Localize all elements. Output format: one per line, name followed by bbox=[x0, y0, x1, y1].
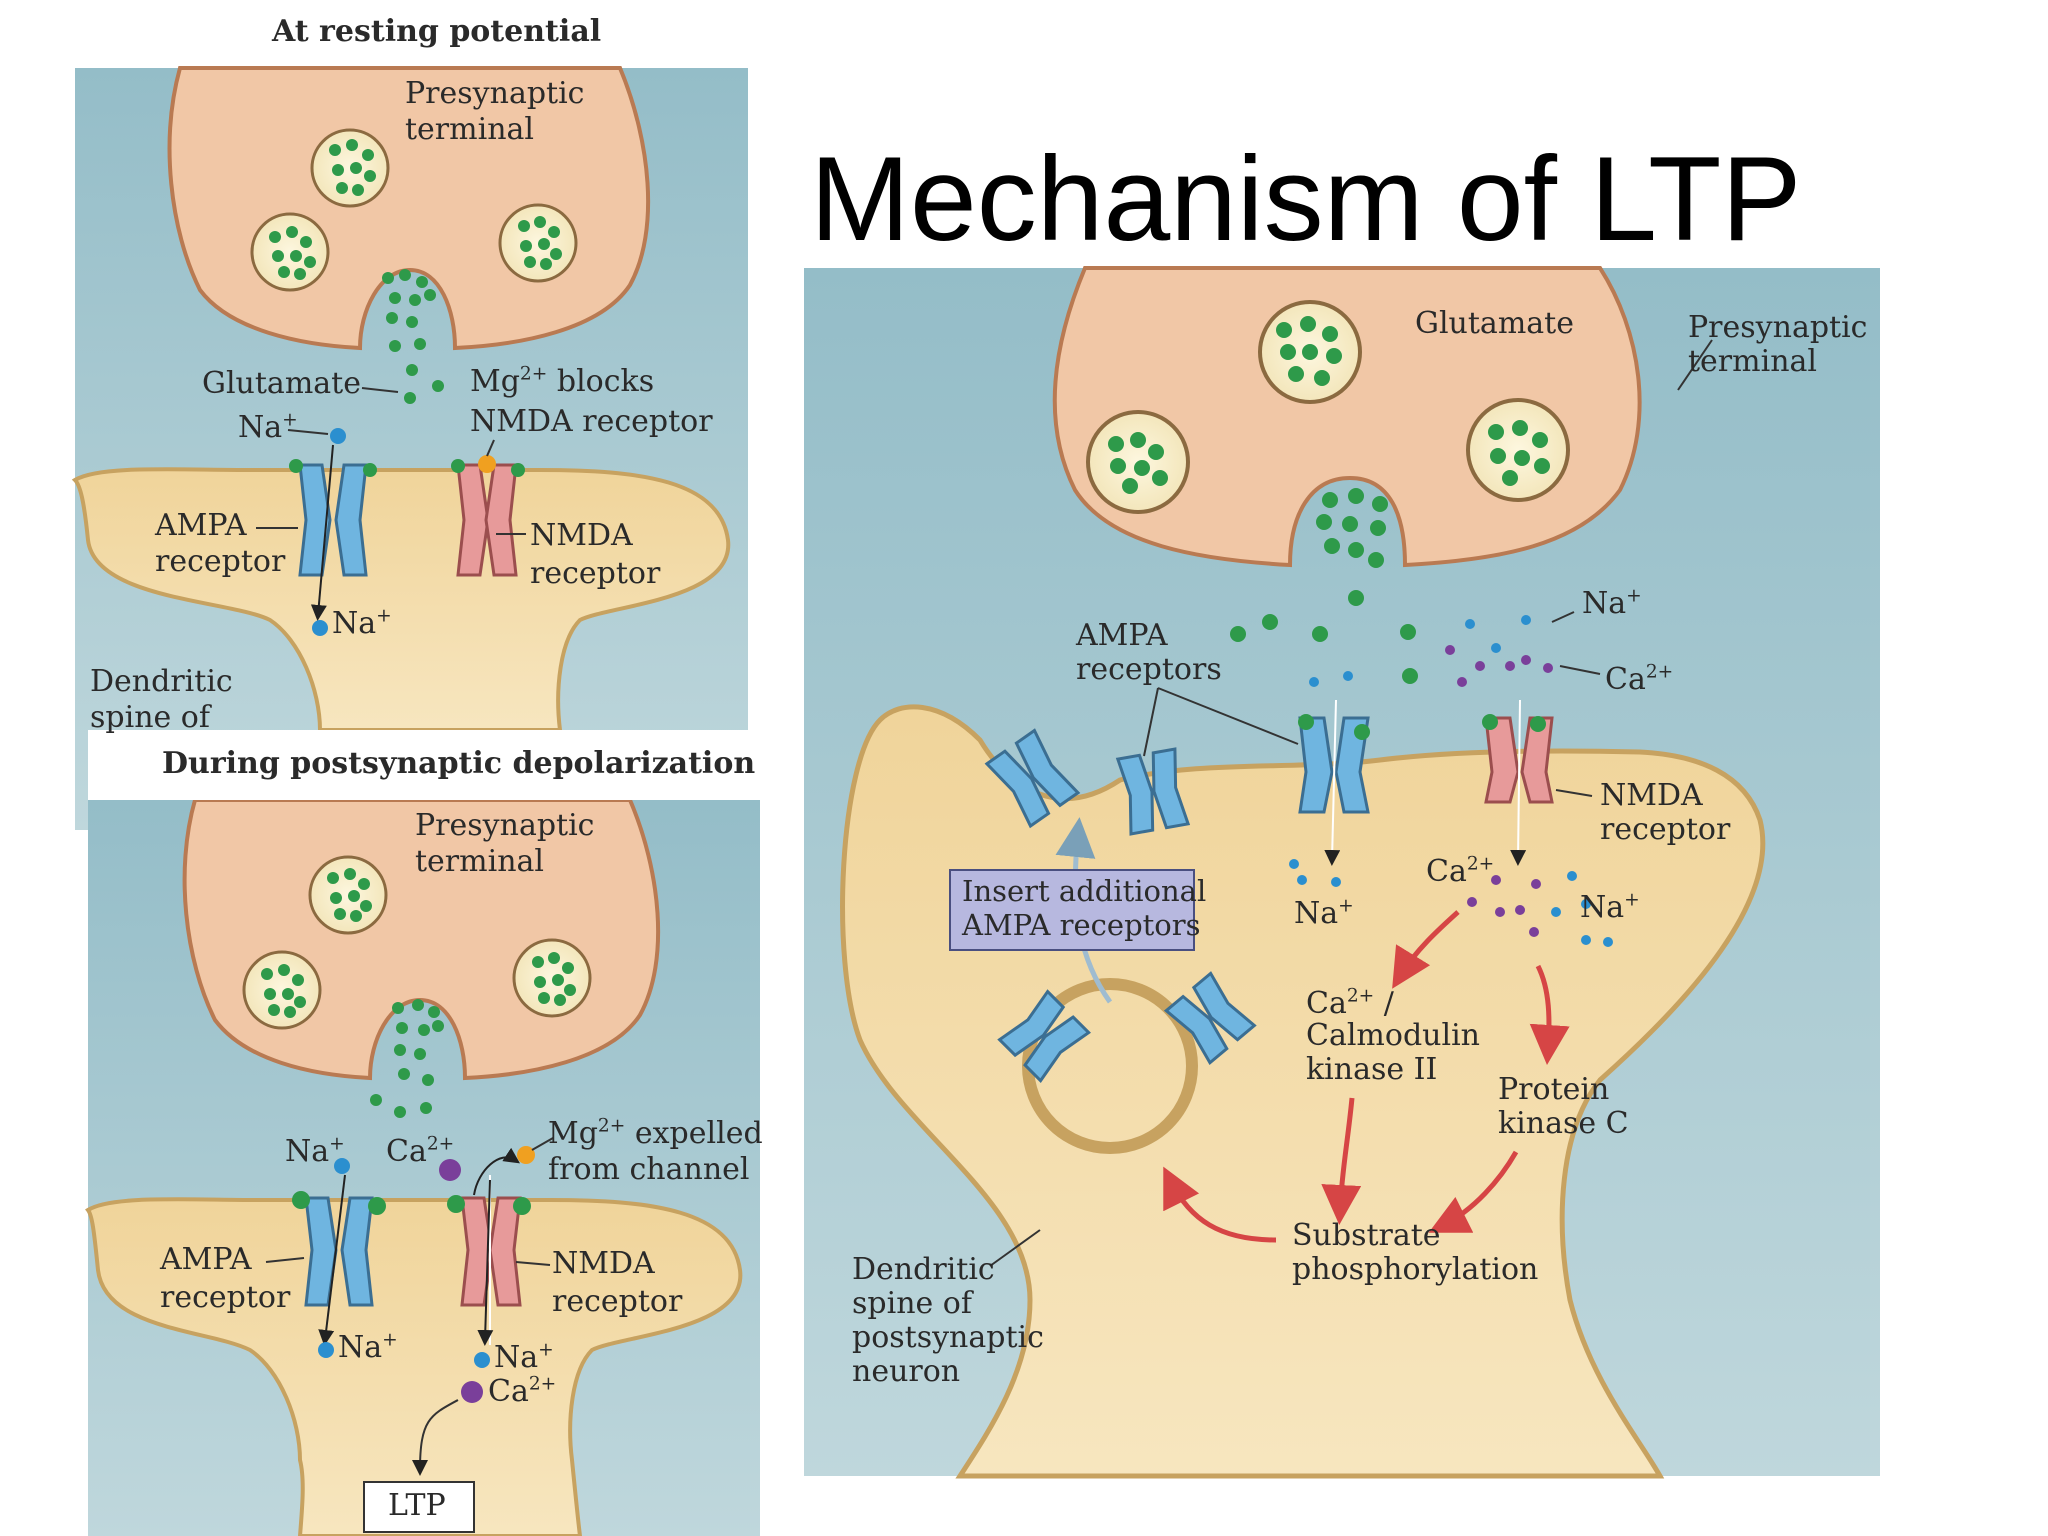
panel-a-dendritic-label: Dendritic bbox=[90, 664, 233, 699]
panel-b-graphics bbox=[85, 798, 760, 1536]
panel-b-ltp-box-label: LTP bbox=[388, 1488, 446, 1523]
panel-b-ca-right-label: Ca2+ bbox=[488, 1373, 557, 1409]
panel-c-graphics bbox=[804, 266, 1880, 1479]
panel-c-pkc-line-2: kinase C bbox=[1498, 1106, 1629, 1141]
panel-b-nmda-receptor-label: receptor bbox=[552, 1284, 683, 1319]
panel-a-title: At resting potential bbox=[272, 14, 602, 49]
panel-a-glutamate-label: Glutamate bbox=[202, 366, 361, 401]
panel-b-na-bottom-label: Na+ bbox=[338, 1329, 398, 1365]
panel-c-camkii-line-1: Ca2+ / bbox=[1306, 985, 1394, 1021]
panel-a-na-bottom-label: Na+ bbox=[332, 605, 392, 641]
plus-sup: + bbox=[1626, 585, 1642, 607]
panel-b-presynaptic-label: Presynaptic bbox=[415, 808, 595, 843]
slide-title: Mechanism of LTP bbox=[810, 132, 1802, 266]
mg-sup: 2+ bbox=[519, 363, 548, 385]
panel-c-substrate-line-2: phosphorylation bbox=[1292, 1252, 1539, 1287]
panel-c-ampa-receptors-label: receptors bbox=[1076, 652, 1222, 687]
panel-c-na-left-label: Na+ bbox=[1294, 895, 1354, 931]
panel-c-nmda-label: NMDA bbox=[1600, 778, 1703, 813]
panel-a-graphics bbox=[71, 66, 748, 830]
panel-b-mg-expelled-label: Mg2+ expelled bbox=[548, 1115, 763, 1151]
panel-c-glutamate-label: Glutamate bbox=[1415, 306, 1574, 341]
panel-c-presynaptic-label: Presynaptic bbox=[1688, 310, 1868, 345]
panel-c-ca-mid-label: Ca2+ bbox=[1426, 853, 1495, 889]
panel-c-substrate-line-1: Substrate bbox=[1292, 1218, 1441, 1253]
panel-c-insert-line-2: AMPA receptors bbox=[962, 908, 1201, 942]
panel-b-ca-top-label: Ca2+ bbox=[386, 1133, 455, 1169]
panel-b-nmda-label: NMDA bbox=[552, 1246, 655, 1281]
panel-c-na-top-label: Na+ bbox=[1582, 585, 1642, 621]
mg-sup: 2+ bbox=[597, 1115, 626, 1137]
panel-c-ampa-label: AMPA bbox=[1076, 618, 1168, 653]
two-plus-sup: 2+ bbox=[1466, 853, 1495, 875]
panel-b-ampa-receptor-label: receptor bbox=[160, 1280, 291, 1315]
panel-c-dendritic-line-2: spine of bbox=[852, 1286, 972, 1321]
plus-sup: + bbox=[376, 605, 392, 627]
panel-a-nmda-receptor-label: receptor bbox=[530, 556, 661, 591]
panel-c-camkii-line-3: kinase II bbox=[1306, 1052, 1438, 1087]
panel-b-na-right-label: Na+ bbox=[494, 1339, 554, 1375]
panel-b-from-channel-label: from channel bbox=[548, 1152, 750, 1187]
panel-c-ca-top-label: Ca2+ bbox=[1605, 661, 1674, 697]
panel-c-dendritic-line-4: neuron bbox=[852, 1354, 961, 1389]
panel-c-nmda-receptor-label: receptor bbox=[1600, 812, 1731, 847]
panel-b-ampa-label: AMPA bbox=[160, 1242, 252, 1277]
two-plus-sup: 2+ bbox=[426, 1133, 455, 1155]
panel-c-insert-line-1: Insert additional bbox=[962, 874, 1207, 908]
panel-a-ampa-label: AMPA bbox=[155, 508, 247, 543]
two-plus-sup: 2+ bbox=[528, 1373, 557, 1395]
plus-sup: + bbox=[329, 1133, 345, 1155]
panel-c-na-mid-label: Na+ bbox=[1580, 889, 1640, 925]
panel-c-camkii-line-2: Calmodulin bbox=[1306, 1018, 1480, 1053]
plus-sup: + bbox=[1338, 895, 1354, 917]
panel-c-dendritic-line-3: postsynaptic bbox=[852, 1320, 1044, 1355]
plus-sup: + bbox=[1624, 889, 1640, 911]
panel-a-spine-of-label: spine of bbox=[90, 700, 210, 735]
panel-c-pkc-line-1: Protein bbox=[1498, 1072, 1610, 1107]
panel-a-presynaptic-label: Presynaptic bbox=[405, 76, 585, 111]
panel-a-nmda-label: NMDA bbox=[530, 518, 633, 553]
panel-b-na-top-label: Na+ bbox=[285, 1133, 345, 1169]
panel-b-title: During postsynaptic depolarization bbox=[162, 746, 756, 781]
two-plus-sup: 2+ bbox=[1346, 985, 1375, 1007]
panel-c-dendritic-line-1: Dendritic bbox=[852, 1252, 995, 1287]
panel-a-terminal-label: terminal bbox=[405, 112, 534, 147]
two-plus-sup: 2+ bbox=[1645, 661, 1674, 683]
plus-sup: + bbox=[382, 1329, 398, 1351]
panel-b-terminal-label: terminal bbox=[415, 844, 544, 879]
plus-sup: + bbox=[538, 1339, 554, 1361]
panel-a-nmda-receptor-line: NMDA receptor bbox=[470, 404, 713, 439]
panel-a-na-top-label: Na+ bbox=[238, 409, 298, 445]
panel-a-mg-blocks-label: Mg2+ blocks bbox=[470, 363, 655, 399]
panel-c-terminal-label: terminal bbox=[1688, 344, 1817, 379]
plus-sup: + bbox=[282, 409, 298, 431]
panel-a-ampa-receptor-label: receptor bbox=[155, 544, 286, 579]
